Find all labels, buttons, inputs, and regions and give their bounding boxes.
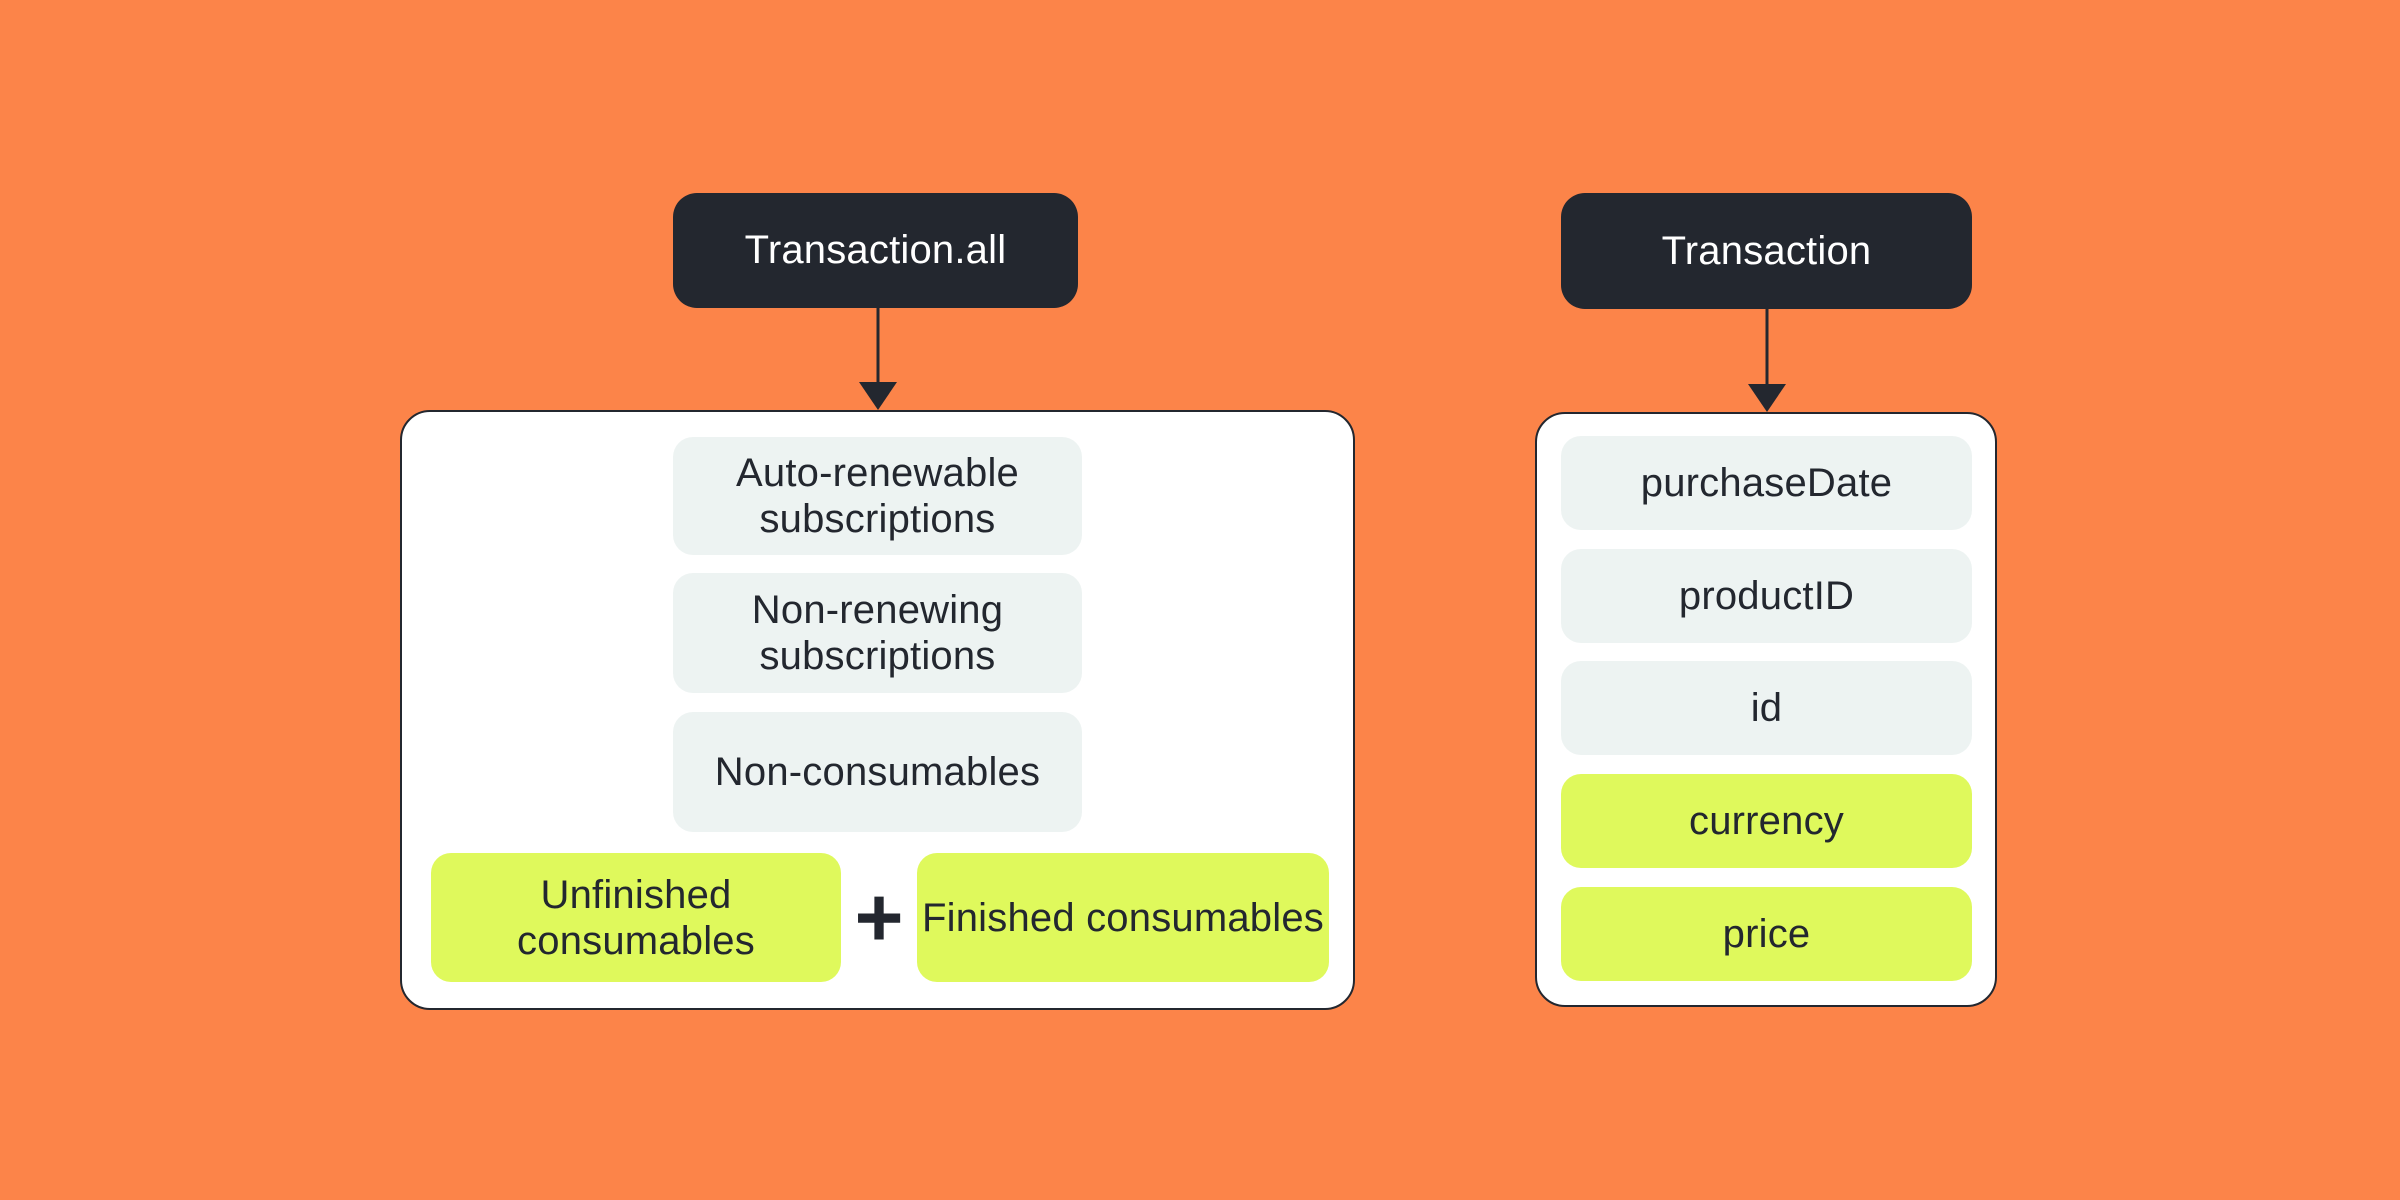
transaction-all-group-card: Auto-renewable subscriptions Non-renewin… bbox=[400, 410, 1355, 1010]
item-unfinished-consumables: Unfinished consumables bbox=[431, 853, 841, 982]
item-non-renewing-subscriptions: Non-renewing subscriptions bbox=[673, 573, 1082, 693]
field-price: price bbox=[1561, 887, 1972, 981]
arrow-head bbox=[858, 382, 897, 410]
transaction-root-node: Transaction bbox=[1561, 193, 1972, 309]
arrow-head bbox=[1747, 384, 1786, 412]
transaction-fields-card: purchaseDate productID id currency price bbox=[1535, 412, 1997, 1007]
arrow-down-icon bbox=[858, 308, 897, 410]
arrow-down-icon bbox=[1747, 309, 1786, 412]
transaction-all-root-node: Transaction.all bbox=[673, 193, 1078, 308]
arrow-shaft bbox=[1765, 309, 1768, 385]
arrow-shaft bbox=[876, 308, 879, 384]
field-purchase-date: purchaseDate bbox=[1561, 436, 1972, 530]
field-id: id bbox=[1561, 661, 1972, 755]
plus-operator-icon: + bbox=[854, 870, 904, 964]
item-auto-renewable-subscriptions: Auto-renewable subscriptions bbox=[673, 437, 1082, 555]
field-currency: currency bbox=[1561, 774, 1972, 868]
item-finished-consumables: Finished consumables bbox=[917, 853, 1329, 982]
field-product-id: productID bbox=[1561, 549, 1972, 643]
item-non-consumables: Non-consumables bbox=[673, 712, 1082, 832]
